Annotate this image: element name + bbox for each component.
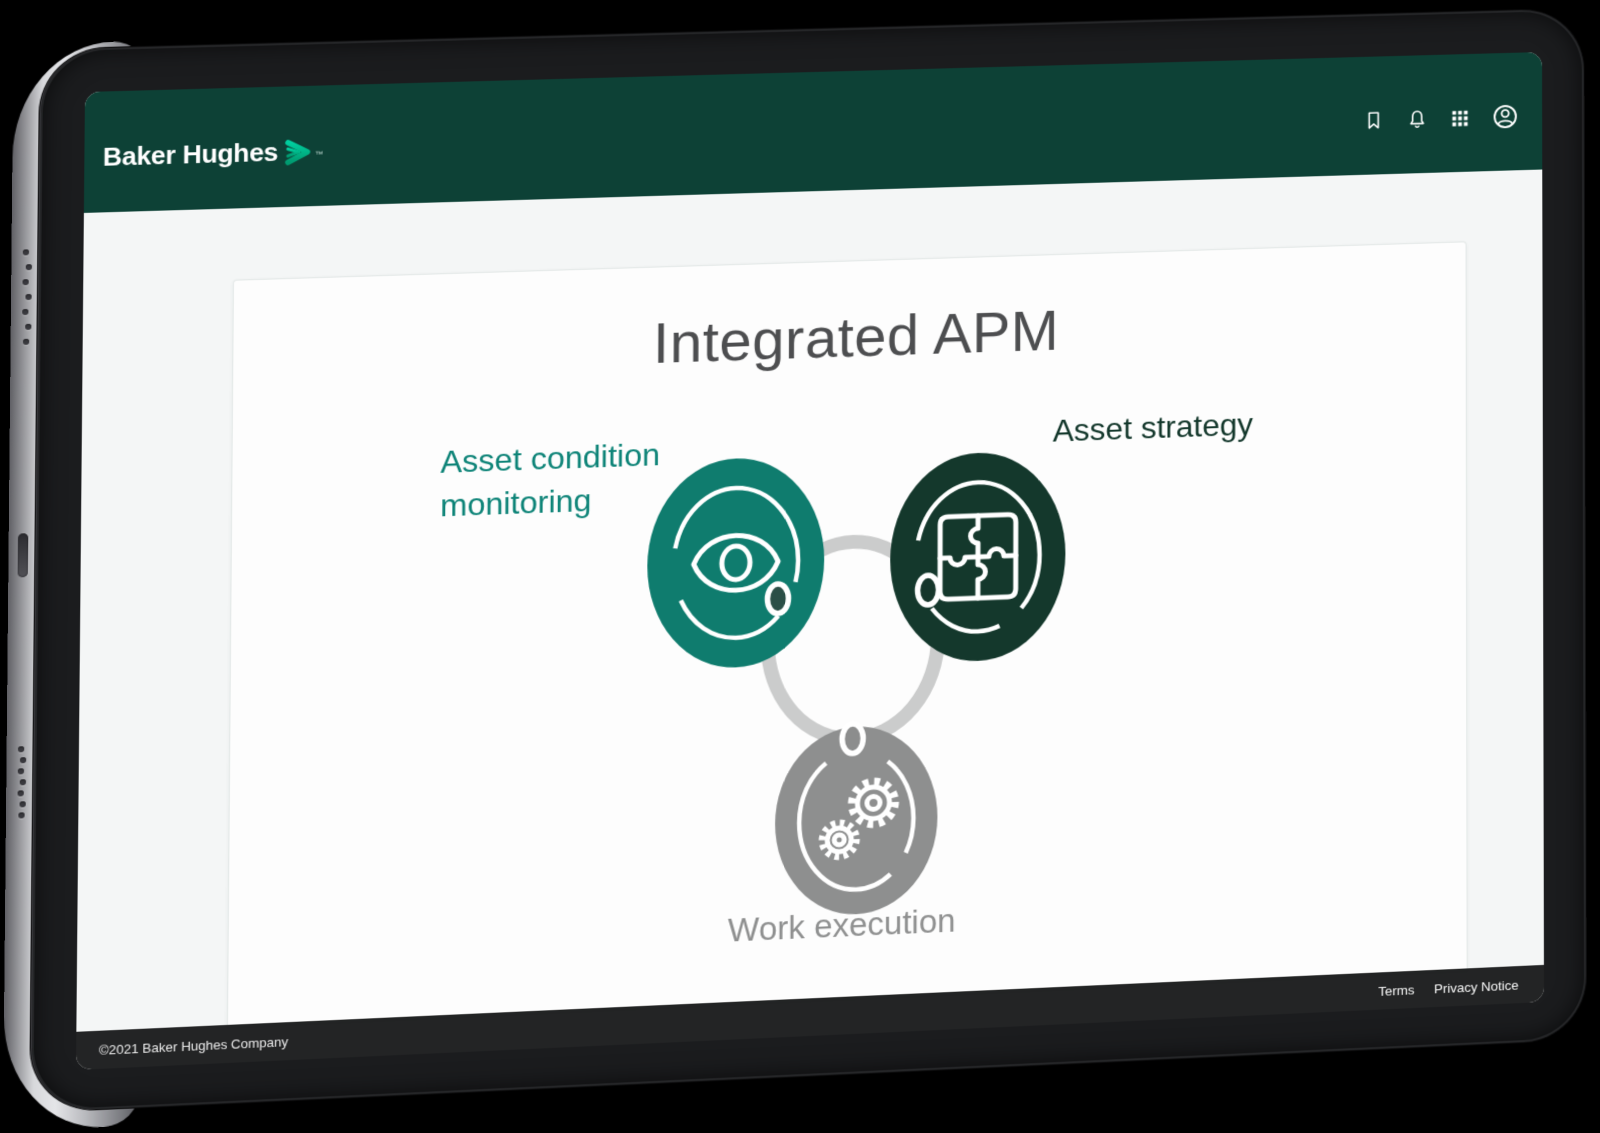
label-asset-strategy: Asset strategy [1052, 406, 1253, 449]
apps-grid-icon[interactable] [1450, 107, 1470, 128]
account-icon[interactable] [1492, 103, 1519, 131]
label-asset-condition-monitoring: Asset condition monitoring [440, 436, 661, 524]
speaker-holes [21, 249, 34, 359]
bookmark-icon[interactable] [1363, 108, 1385, 132]
privacy-notice-link[interactable]: Privacy Notice [1434, 977, 1519, 996]
connector-dot-left [767, 584, 788, 614]
app-screen: Baker Hughes ™ [75, 51, 1545, 1070]
notifications-icon[interactable] [1406, 107, 1428, 131]
baker-hughes-logo[interactable]: Baker Hughes ™ [103, 135, 323, 172]
logo-text: Baker Hughes [102, 136, 279, 172]
tablet-device: Baker Hughes ™ [2, 8, 1587, 1132]
app-content: Integrated APM [76, 169, 1544, 1032]
speaker-holes [16, 746, 29, 827]
node-work-execution[interactable] [774, 723, 938, 918]
content-card: Integrated APM [226, 241, 1468, 1025]
logo-trademark: ™ [314, 149, 323, 159]
node-asset-condition-monitoring[interactable] [646, 455, 825, 671]
footer-links: Terms Privacy Notice [1378, 977, 1518, 998]
copyright-text: ©2021 Baker Hughes Company [98, 1033, 289, 1058]
header-icon-bar [1363, 103, 1519, 135]
side-button [17, 533, 29, 578]
apm-diagram [646, 449, 1066, 918]
node-asset-strategy[interactable] [889, 449, 1066, 665]
connector-dot-bottom [842, 723, 863, 753]
connector-dot-right [918, 575, 939, 605]
baker-hughes-chevron-icon [285, 139, 314, 165]
terms-link[interactable]: Terms [1378, 982, 1415, 999]
